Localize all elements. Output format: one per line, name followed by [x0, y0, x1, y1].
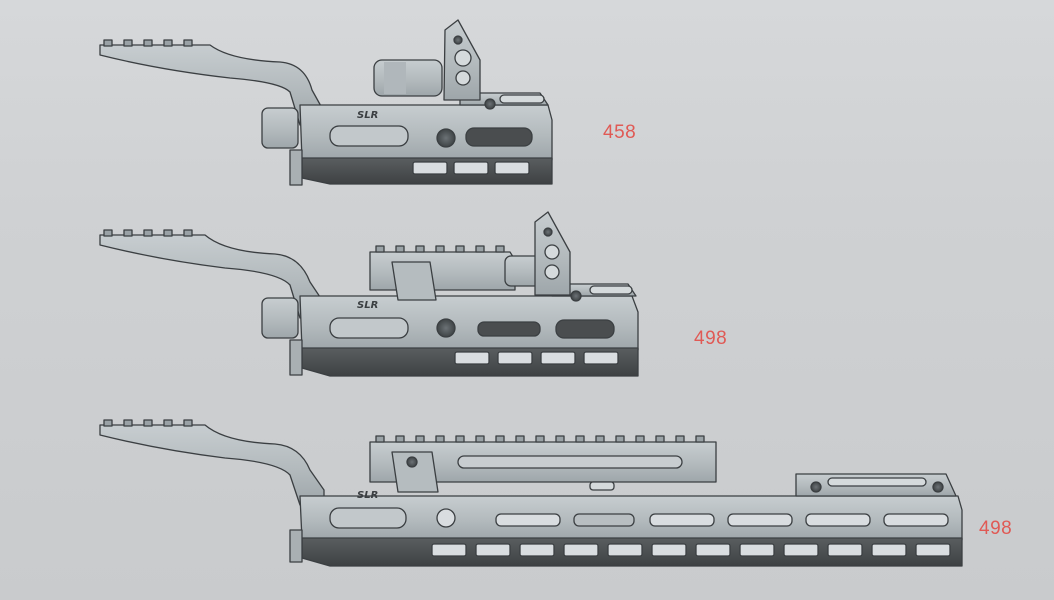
- brand-logo-2: SLR: [357, 300, 378, 311]
- round-hole: [436, 508, 456, 528]
- screw: [932, 481, 944, 493]
- picatinny-rail-teeth: [103, 39, 193, 47]
- brand-logo-1: SLR: [357, 110, 378, 121]
- cantilever-arm: [99, 424, 325, 506]
- long-slot: [329, 317, 409, 339]
- screw: [570, 290, 582, 302]
- rear-block: [289, 149, 303, 186]
- length-label-498-a: 498: [694, 328, 728, 349]
- rear-block: [289, 339, 303, 376]
- picatinny-rail-teeth: [103, 229, 193, 237]
- riser-clamp: [391, 451, 439, 493]
- riser-teeth: [375, 245, 505, 253]
- top-slot: [589, 285, 633, 295]
- cantilever-arm: [99, 234, 323, 319]
- riser-clamp: [391, 261, 437, 301]
- riser-window: [457, 455, 683, 469]
- top-slot: [827, 477, 927, 487]
- screw: [484, 98, 496, 110]
- mlok-slots-upper: [495, 513, 949, 527]
- brand-logo-3: SLR: [357, 490, 378, 501]
- small-notch: [589, 481, 615, 491]
- front-cylinder: [261, 107, 299, 149]
- mount-assembly-458: [99, 19, 553, 186]
- picatinny-rail-teeth: [103, 419, 193, 427]
- round-hole: [436, 318, 456, 338]
- long-slot: [329, 507, 407, 529]
- length-label-498-b: 498: [979, 518, 1013, 539]
- riser-teeth: [375, 435, 705, 443]
- long-slot: [329, 125, 409, 147]
- front-cylinder: [261, 297, 299, 339]
- top-slot: [499, 94, 545, 104]
- length-label-458: 458: [603, 122, 637, 143]
- mount-assembly-498-b: [99, 419, 963, 567]
- qd-slot: [555, 319, 615, 339]
- mlok-slots: [454, 351, 619, 365]
- mlok-slots-lower: [431, 543, 951, 557]
- slot: [477, 321, 541, 337]
- riser-rail: [369, 251, 516, 291]
- mount-assembly-498-a: [99, 211, 639, 377]
- qd-slot: [465, 127, 533, 147]
- screw: [810, 481, 822, 493]
- round-hole: [436, 128, 456, 148]
- rear-block: [289, 529, 303, 563]
- mlok-slots: [412, 161, 530, 175]
